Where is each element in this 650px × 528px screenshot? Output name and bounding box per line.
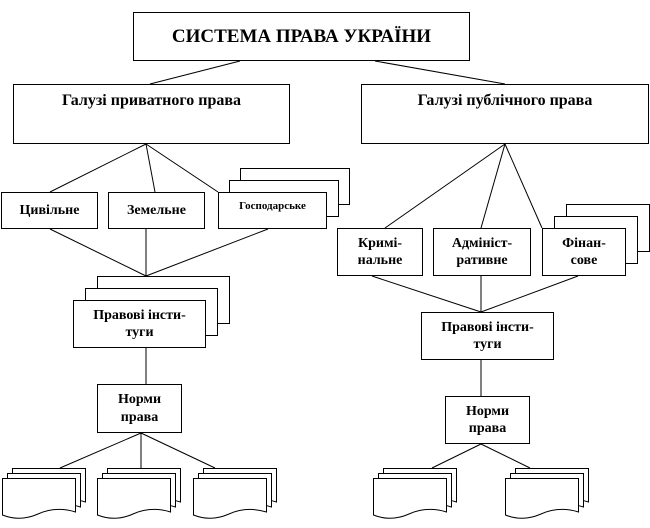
private-norms-box: Норми права: [97, 384, 182, 433]
public-branch-financial-label: Фінан-сове: [562, 235, 606, 269]
root-title: СИСТЕМА ПРАВА УКРАЇНИ: [171, 25, 432, 47]
private-branch-civil-label: Цивільне: [19, 202, 80, 218]
public-branch-financial: Фінан-сове: [542, 228, 626, 276]
public-norm-document-stack-icon: [505, 468, 589, 519]
public-norms-label: Норми права: [465, 403, 510, 437]
private-branch-land-label: Земельне: [127, 202, 186, 218]
public-norm-document-stack-icon: [373, 468, 457, 519]
public-branch-criminal-label: Кримі-нальне: [357, 235, 403, 269]
private-branch-land: Земельне: [108, 192, 205, 229]
root-title-box: СИСТЕМА ПРАВА УКРАЇНИ: [133, 12, 470, 61]
public-branch-administrative: Адмініст-ративне: [433, 228, 531, 276]
private-branch-commercial-label: Господарське: [239, 200, 306, 212]
private-norm-document-stack-icon: [97, 468, 181, 519]
private-institutes-box: Правові інсти-туги: [73, 300, 206, 348]
private-branch-civil: Цивільне: [1, 192, 98, 229]
private-branch-commercial: Господарське: [218, 192, 327, 229]
private-norm-document-stack-icon: [193, 468, 277, 519]
public-institutes-label: Правові інсти-туги: [441, 319, 534, 353]
public-law-title: Галузі публічного права: [417, 92, 593, 109]
private-law-category-box: Галузі приватного права: [13, 84, 290, 144]
private-law-title: Галузі приватного права: [61, 92, 242, 109]
public-branch-administrative-label: Адмініст-ративне: [451, 235, 513, 269]
public-norms-box: Норми права: [445, 396, 530, 444]
public-institutes-box: Правові інсти-туги: [421, 312, 554, 360]
private-norms-label: Норми права: [117, 392, 162, 425]
public-branch-criminal: Кримі-нальне: [337, 228, 423, 276]
private-norm-document-stack-icon: [2, 468, 86, 519]
private-institutes-label: Правові інсти-туги: [93, 307, 186, 341]
public-law-category-box: Галузі публічного права: [361, 84, 649, 144]
